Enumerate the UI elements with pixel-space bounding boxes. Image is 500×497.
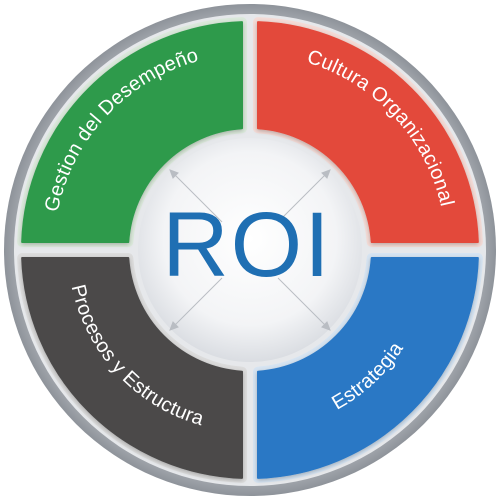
arrow-down-left-icon: [169, 321, 179, 331]
arrow-up-left-icon: [169, 169, 179, 179]
arrow-up-left-line: [171, 171, 223, 223]
arrow-down-right-line: [277, 277, 329, 329]
segment-estrategia: [257, 257, 479, 479]
arrow-up-right-line: [277, 171, 329, 223]
arrow-up-right-icon: [321, 169, 331, 179]
segment-cultura: [257, 21, 479, 243]
segment-group: [17, 17, 483, 483]
center-arrows: [169, 169, 331, 331]
arrow-down-right-icon: [321, 321, 331, 331]
arrow-down-left-line: [171, 277, 223, 329]
segment-gestion: [21, 21, 243, 243]
center-label: ROI: [162, 194, 332, 296]
segment-procesos: [21, 257, 243, 479]
